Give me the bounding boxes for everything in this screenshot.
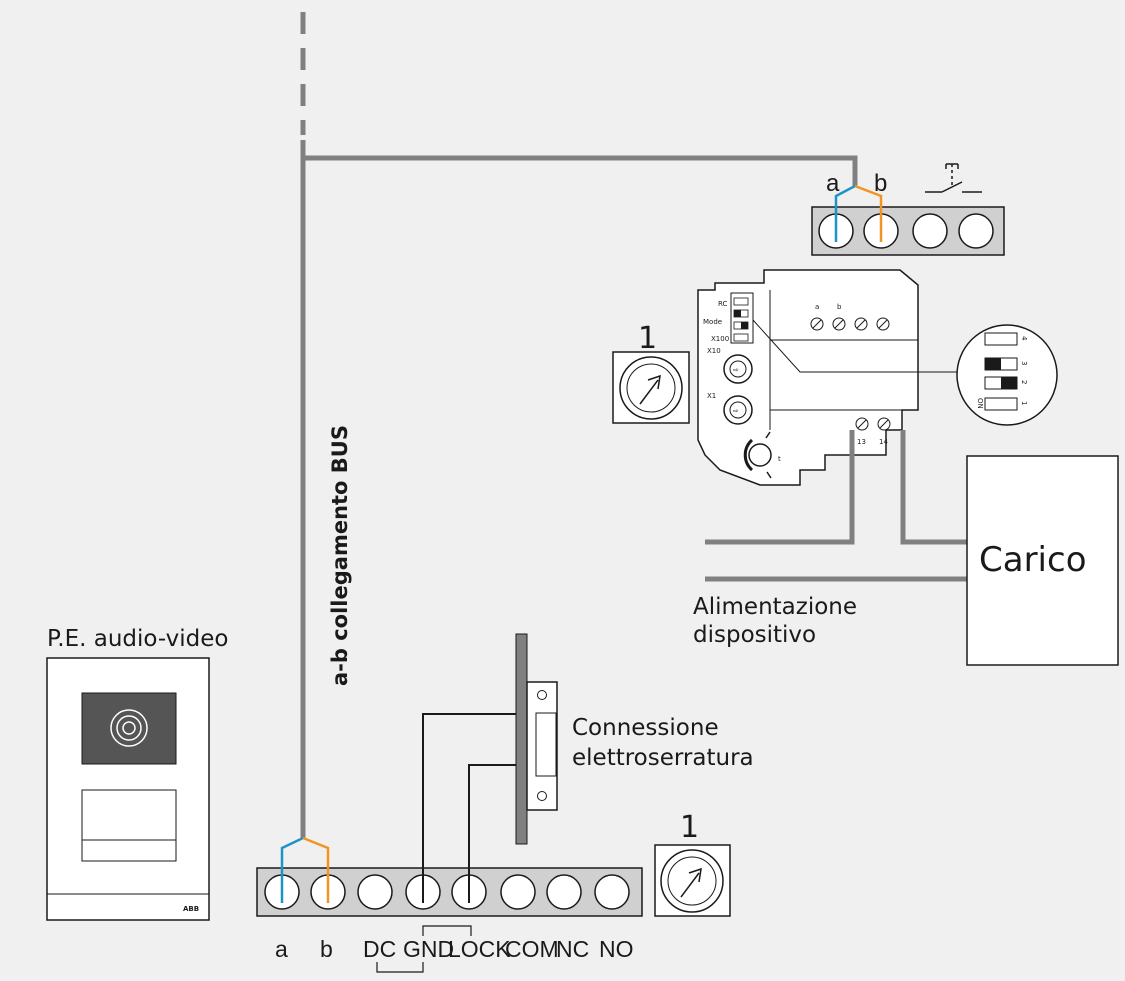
svg-text:⇨: ⇨ bbox=[733, 366, 739, 374]
dip-label-mode: Mode bbox=[703, 318, 722, 326]
bottom-terminal-labels: a b DC GND LOCK COM NC NO bbox=[275, 925, 634, 973]
dip-zoom-2: 2 bbox=[1020, 380, 1028, 384]
callout-1-bottom-label: 1 bbox=[680, 810, 699, 845]
actuator-module: RC Mode X100 ⇨ ⇨ X10 X1 t a b bbox=[697, 269, 958, 486]
bt-label-dc: DC bbox=[363, 936, 396, 962]
lock-label-line1: Connessione bbox=[572, 715, 719, 741]
callout-1-top: 1 bbox=[612, 321, 690, 424]
dip-zoom-1: 1 bbox=[1020, 401, 1028, 405]
module-terminal-b: b bbox=[837, 303, 842, 311]
power-label-line1: Alimentazione bbox=[693, 594, 857, 620]
load-box: Carico bbox=[966, 455, 1119, 666]
actuator-terminal-block: a b bbox=[811, 163, 1005, 256]
rotary-label-x10: X10 bbox=[707, 347, 721, 355]
lock-label-line2: elettroserratura bbox=[572, 745, 754, 771]
dip-zoom-on: ON bbox=[976, 398, 984, 409]
dip-zoom-4: 4 bbox=[1020, 336, 1028, 341]
bt-label-a: a bbox=[275, 936, 288, 962]
dip-label-rc: RC bbox=[718, 300, 728, 308]
bt-label-com: COM bbox=[505, 936, 559, 962]
svg-text:⇨: ⇨ bbox=[733, 407, 739, 415]
rotary-label-x1: X1 bbox=[707, 392, 716, 400]
dip-label-x100: X100 bbox=[711, 335, 729, 343]
relay-terminal-14: 14 bbox=[879, 438, 888, 446]
outdoor-station: P.E. audio-video ABB bbox=[46, 626, 228, 921]
terminal-b-label: b bbox=[874, 170, 887, 197]
bt-label-no: NO bbox=[599, 936, 634, 962]
relay-terminal-13: 13 bbox=[857, 438, 866, 446]
callout-1-top-label: 1 bbox=[638, 321, 657, 356]
dip-switch-zoom: 4 3 2 1 ON bbox=[956, 324, 1058, 426]
bus-label: a-b collegamento BUS bbox=[328, 425, 352, 686]
callout-1-bottom: 1 bbox=[654, 810, 731, 917]
bt-label-gnd: GND bbox=[403, 936, 454, 962]
bt-label-nc: NC bbox=[556, 936, 589, 962]
module-terminal-a: a bbox=[815, 303, 819, 311]
bt-label-b: b bbox=[320, 936, 333, 962]
timer-label: t bbox=[778, 455, 781, 463]
electric-lock: Connessione elettroserratura bbox=[515, 633, 754, 845]
outdoor-station-title: P.E. audio-video bbox=[47, 626, 228, 652]
bt-label-lock: LOCK bbox=[448, 936, 511, 962]
bus-wiring bbox=[300, 12, 858, 838]
dip-zoom-3: 3 bbox=[1020, 361, 1028, 365]
load-label: Carico bbox=[979, 540, 1087, 580]
terminal-a-label: a bbox=[826, 170, 840, 197]
push-button-icon bbox=[925, 163, 982, 193]
power-label-line2: dispositivo bbox=[693, 622, 816, 648]
abb-logo: ABB bbox=[183, 905, 199, 913]
relay-wiring bbox=[705, 430, 970, 582]
bottom-terminal-block bbox=[256, 713, 643, 917]
